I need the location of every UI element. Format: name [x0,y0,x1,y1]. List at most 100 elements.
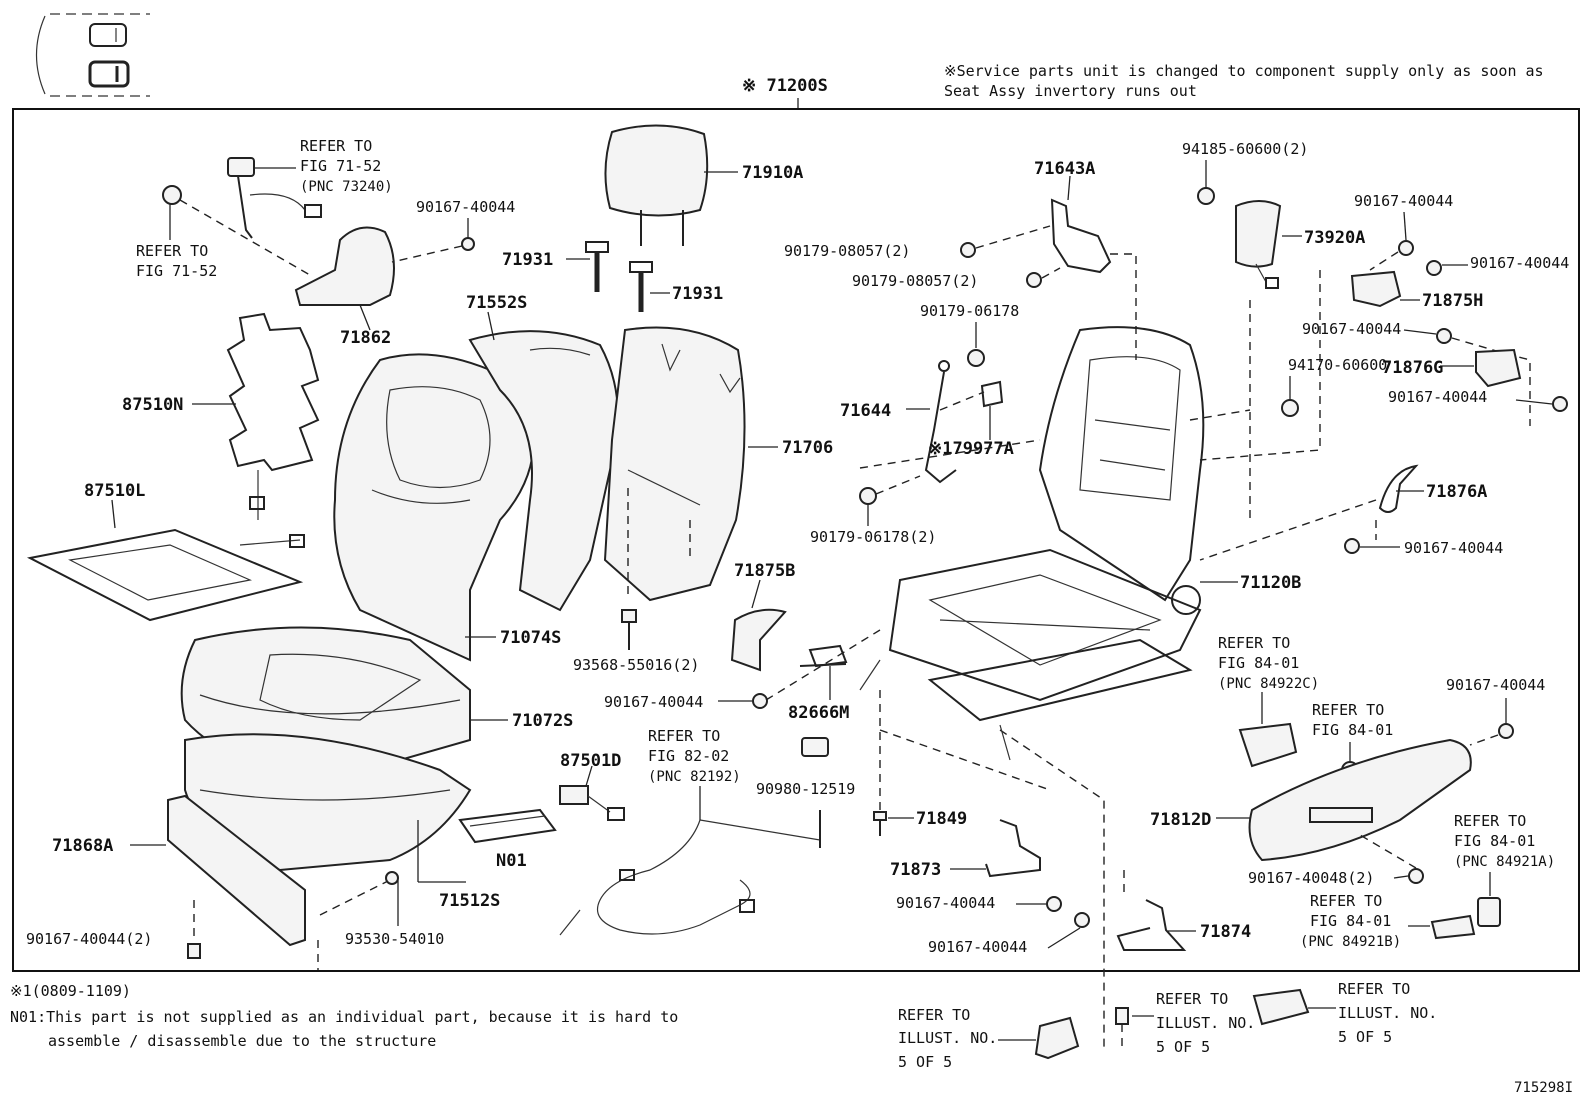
bracket-71876G-part [1475,348,1522,388]
part-90167-40044-h: 90167-40044 [1388,388,1487,406]
part-94170-60600: 94170-60600 [1288,356,1387,374]
back-heater-87510N-part [226,312,320,520]
bracket-71643A-part [1050,198,1112,274]
nut-icon [967,349,985,367]
screw-icon [621,609,637,623]
footnote-1: ※1(0809-1109) [10,982,131,1000]
cover-piece-icon [1252,988,1310,1026]
knob-icon [1430,914,1476,940]
refer-fig7152-top-1: REFER TO [300,137,372,155]
nut-icon [859,487,877,505]
bracket-71875H-part [1350,270,1402,308]
refer-illust-c-1: REFER TO [1338,980,1410,998]
bolt-icon [1115,1007,1129,1025]
part-90167-40044-2: 90167-40044(2) [26,930,152,948]
refer-illust-c-3: 5 OF 5 [1338,1028,1392,1046]
bracket-71875B-part [730,608,787,672]
callout-71910A: 71910A [742,163,803,183]
headrest-support-part [585,241,653,312]
refer-fig8401b-2: FIG 84-01 [1310,912,1391,930]
connector-87501D-part [559,785,625,821]
refer-fig8401b-1: REFER TO [1310,892,1382,910]
service-note-line2: Seat Assy invertory runs out [944,82,1197,100]
part-90179-08057-b: 90179-08057(2) [852,272,978,290]
part-90980-12519: 90980-12519 [756,780,855,798]
callout-71875B: 71875B [734,561,795,581]
callout-71862: 71862 [340,328,391,348]
bolt-icon [1344,538,1360,554]
refer-fig8401a-1: REFER TO [1454,812,1526,830]
footnote-2-line1: N01:This part is not supplied as an indi… [10,1008,678,1026]
part-90167-40044-j: 90167-40044 [1446,676,1545,694]
part-90179-06178-2: 90179-06178(2) [810,528,936,546]
nut-icon [960,242,976,258]
callout-N01: N01 [496,851,527,871]
refer-illust-b-1: REFER TO [1156,990,1228,1008]
callout-71849: 71849 [916,809,967,829]
headrest-part [604,124,709,246]
side-airbag-73920A-part [1235,200,1282,289]
clip-icon [162,185,182,205]
refer-fig7152-top-3: (PNC 73240) [300,179,393,195]
refer-illust-c-2: ILLUST. NO. [1338,1004,1437,1022]
callout-71868A: 71868A [52,836,113,856]
part-90167-40044-f: 90167-40044 [1470,254,1569,272]
refer-illust-a-3: 5 OF 5 [898,1053,952,1071]
callout-71072S: 71072S [512,711,573,731]
seatback-cover-71074S-part [333,353,535,662]
seatback-panel-71706-part [603,326,746,602]
side-shield-71812D-part [1248,738,1472,862]
callout-71552S: 71552S [466,293,527,313]
refer-illust-b-2: ILLUST. NO. [1156,1014,1255,1032]
part-90167-40048-2: 90167-40048(2) [1248,869,1374,887]
vehicle-position-icon [35,13,150,97]
callout-71074S: 71074S [500,628,561,648]
refer-fig8202-1: REFER TO [648,727,720,745]
callout-71874: 71874 [1200,922,1251,942]
callout-179977A: ※179977A [928,439,1014,459]
part-90167-40044-b: 90167-40044 [604,693,703,711]
part-90167-40044-d: 90167-40044 [928,938,1027,956]
footnote-2-line2: assemble / disassemble due to the struct… [48,1032,436,1050]
knob-icon [1477,897,1501,927]
part-93530-54010: 93530-54010 [345,930,444,948]
callout-71120B: 71120B [1240,573,1301,593]
callout-71643A: 71643A [1034,159,1095,179]
side-cover-71862-part [294,226,395,306]
callout-71876A: 71876A [1426,482,1487,502]
refer-illust-a-1: REFER TO [898,1006,970,1024]
callout-73920A: 73920A [1304,228,1365,248]
refer-fig8401b-3: (PNC 84921B) [1300,934,1401,950]
callout-71706: 71706 [782,438,833,458]
bolt-icon [1552,396,1568,412]
callout-71512S: 71512S [439,891,500,911]
part-90179-08057-a: 90179-08057(2) [784,242,910,260]
n01-part [458,808,557,844]
assembly-frame [12,108,1580,972]
callout-71812D: 71812D [1150,810,1211,830]
nut-icon [1197,187,1215,205]
refer-illust-b-3: 5 OF 5 [1156,1038,1210,1056]
bolt-icon [1408,868,1424,884]
refer-fig8401-mid-1: REFER TO [1312,701,1384,719]
part-90167-40044-a: 90167-40044 [416,198,515,216]
nut-icon [1281,399,1299,417]
bolt-icon [1426,260,1442,276]
part-90167-40044-g: 90167-40044 [1302,320,1401,338]
bracket-71874-part [1116,899,1187,951]
seat-frame-71120B-part [859,326,1205,761]
callout-71875H: 71875H [1422,291,1483,311]
callout-71876G: 71876G [1382,358,1443,378]
callout-82666M: 82666M [788,703,849,723]
refer-fig8401-mid-2: FIG 84-01 [1312,721,1393,739]
refer-fig7152-left-2: FIG 71-52 [136,262,217,280]
bolt-icon [1046,896,1062,912]
sensor-82666M-part [799,644,848,668]
refer-fig8401c-1: REFER TO [1218,634,1290,652]
wire-harness-part [559,810,821,936]
connector-icon [801,737,829,757]
bolt-icon [752,693,768,709]
part-90167-40044-c: 90167-40044 [896,894,995,912]
nut-icon [1026,272,1042,288]
